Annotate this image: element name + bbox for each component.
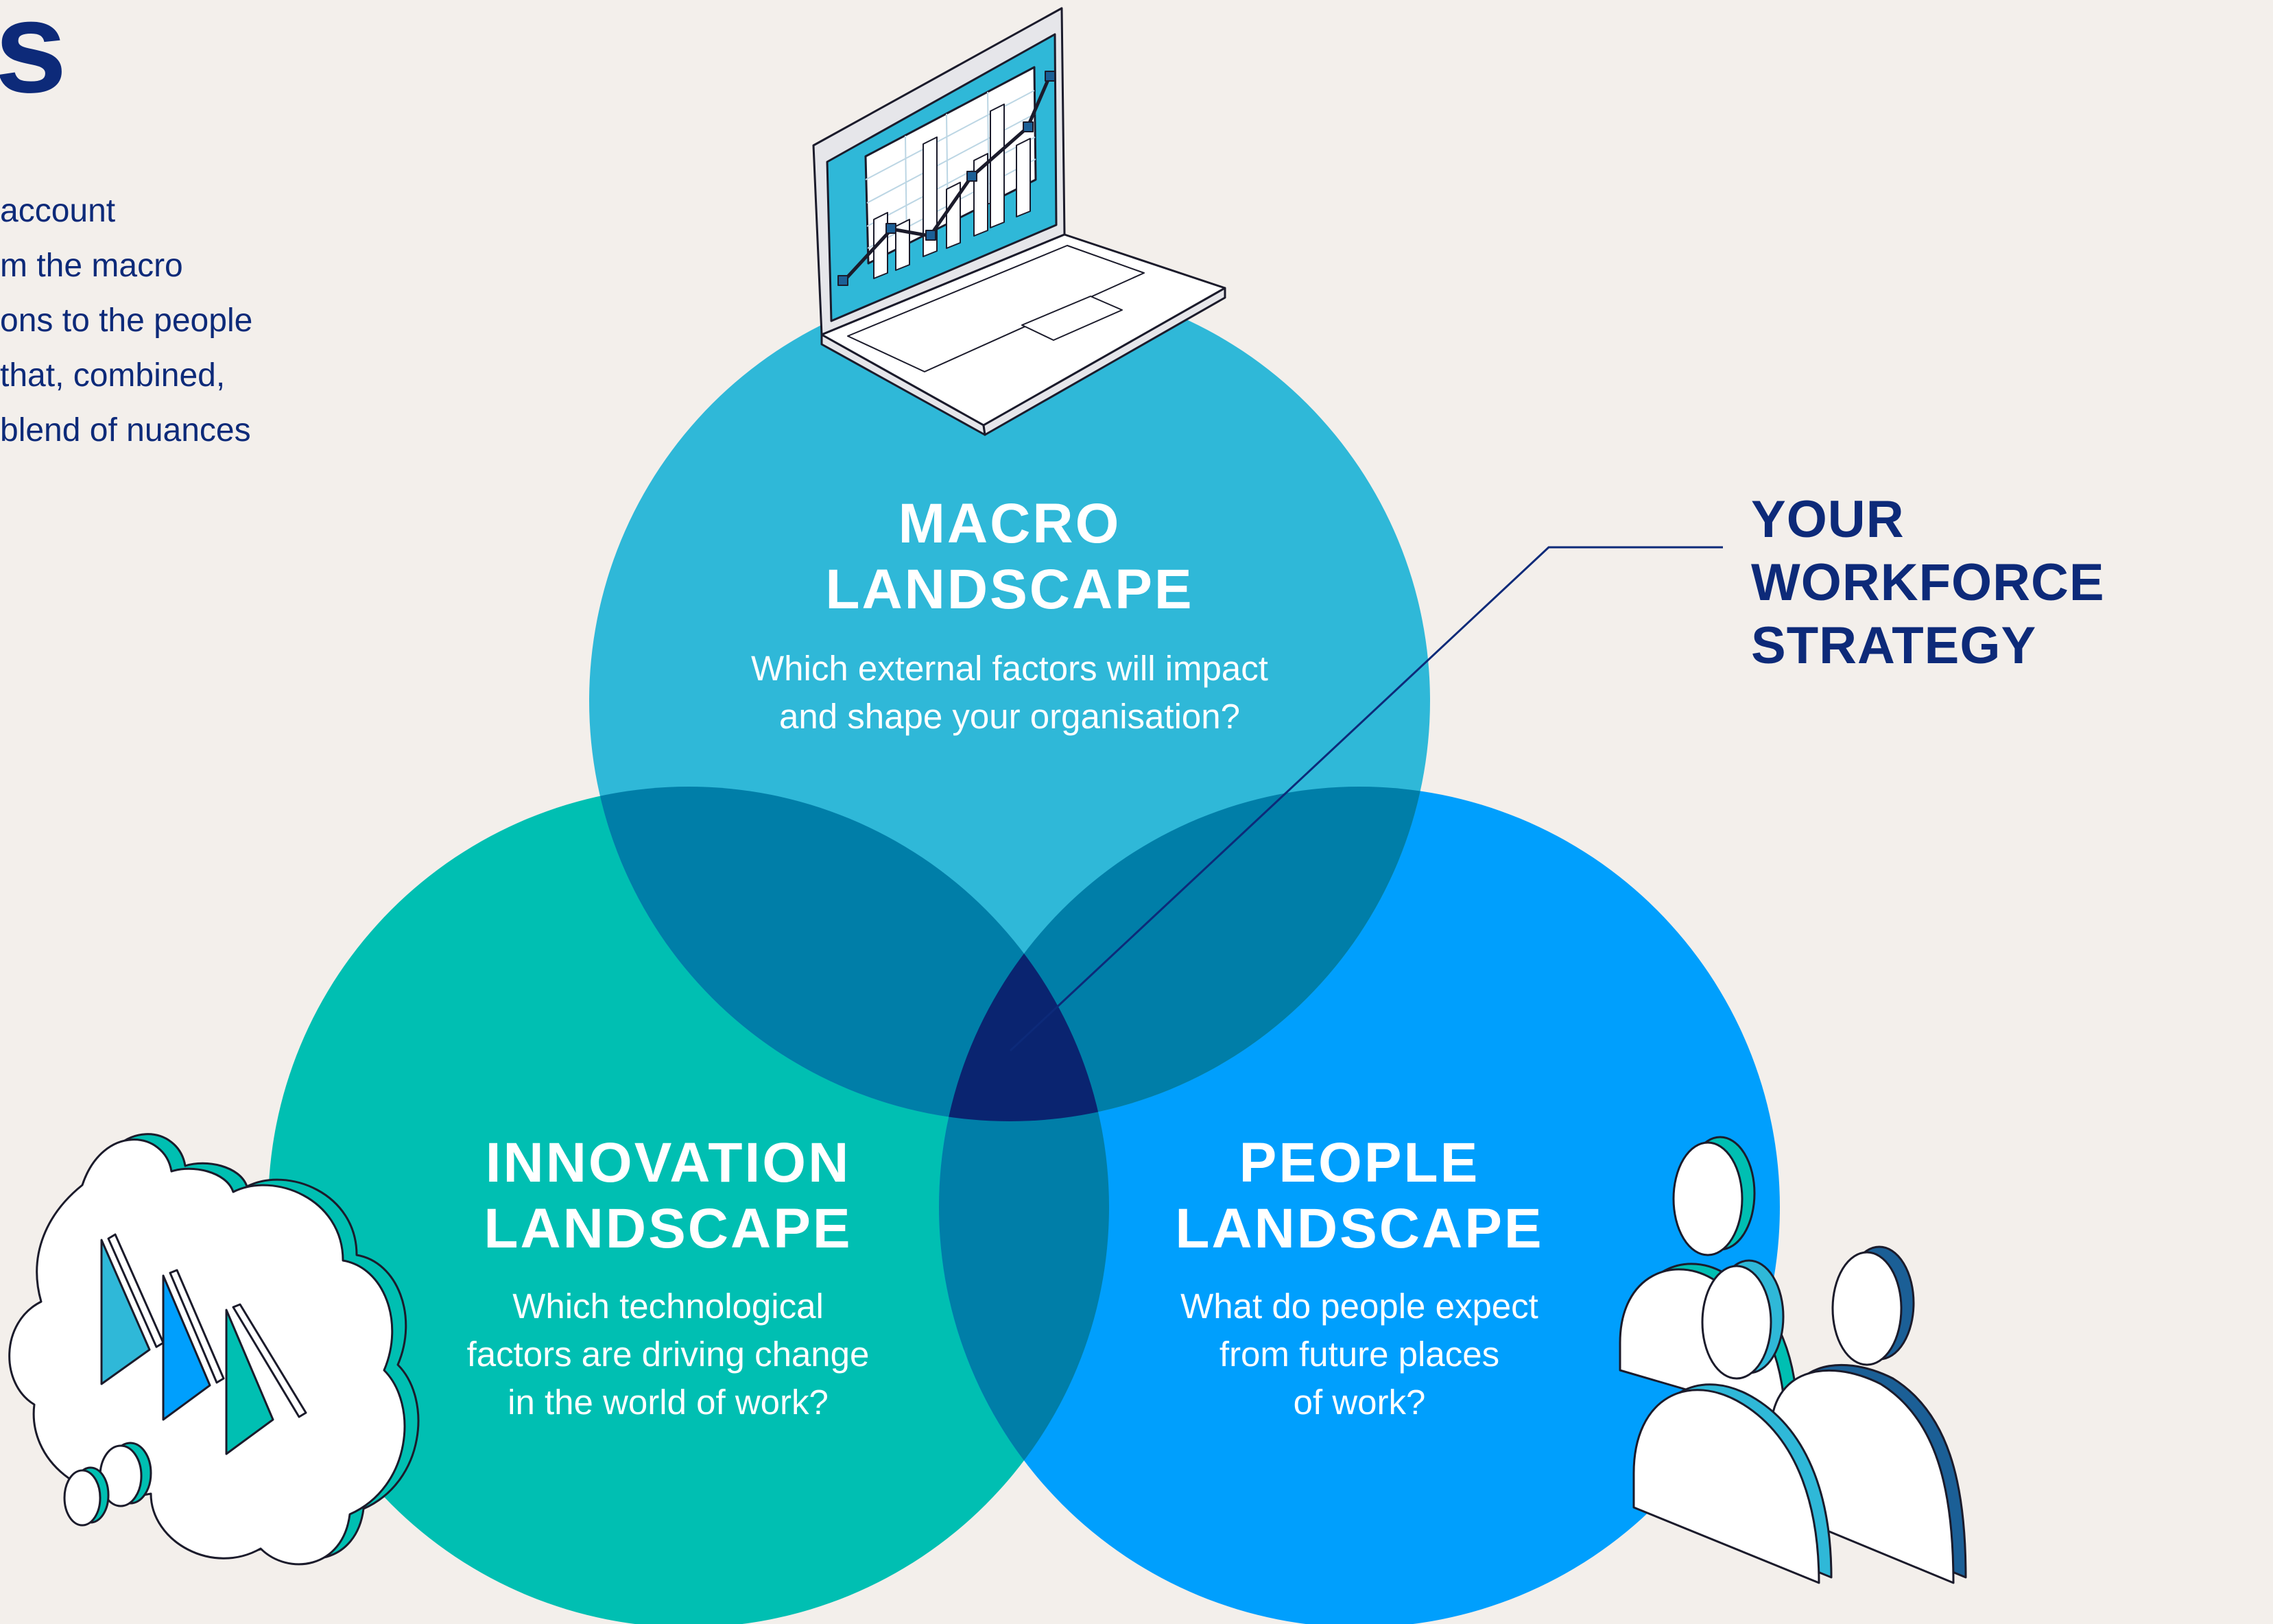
innovation-landscape-question: Which technological factors are driving … [394, 1282, 942, 1426]
macro-landscape-question: Which external factors will impact and s… [701, 645, 1318, 741]
strategy-line2: STRATEGY [1751, 617, 2037, 675]
macro-title-line1: MACRO [898, 492, 1121, 555]
overlap-macro-innovation [589, 787, 1109, 1121]
people-question-line3: of work? [1293, 1383, 1426, 1422]
macro-question-line2: and shape your organisation? [779, 697, 1240, 736]
macro-title-line2: LANDSCAPE [825, 558, 1194, 621]
people-group-icon [1619, 1136, 1967, 1584]
people-landscape-question: What do people expect from future places… [1085, 1282, 1634, 1426]
innovation-question-line1: Which technological [512, 1287, 824, 1326]
innovation-title-line2: LANDSCAPE [484, 1197, 853, 1260]
intro-line: blend of nuances [0, 412, 251, 449]
macro-landscape-title: MACRO LANDSCAPE [735, 491, 1284, 623]
innovation-question-line3: in the world of work? [508, 1383, 829, 1422]
intro-paragraph: account m the macro ons to the people th… [0, 184, 288, 458]
people-question-line2: from future places [1219, 1335, 1500, 1374]
page-heading-fragment: s [0, 0, 67, 120]
macro-question-line1: Which external factors will impact [751, 649, 1268, 688]
people-question-line1: What do people expect [1180, 1287, 1538, 1326]
intro-line: account [0, 193, 116, 229]
intro-line: ons to the people [0, 302, 253, 339]
intro-line: m the macro [0, 248, 183, 284]
overlap-macro-people [939, 787, 1430, 1121]
workforce-strategy-label: YOUR WORKFORCE STRATEGY [1751, 488, 2272, 678]
innovation-landscape-title: INNOVATION LANDSCAPE [394, 1130, 942, 1262]
people-title-line1: PEOPLE [1239, 1132, 1480, 1194]
people-landscape-title: PEOPLE LANDSCAPE [1085, 1130, 1634, 1262]
strategy-leader-line [1009, 546, 1723, 1052]
people-title-line2: LANDSCAPE [1175, 1197, 1544, 1260]
innovation-title-line1: INNOVATION [485, 1132, 851, 1194]
innovation-question-line2: factors are driving change [466, 1335, 870, 1374]
strategy-line1: YOUR WORKFORCE [1751, 490, 2105, 612]
thought-cloud-icon [8, 1133, 420, 1566]
laptop-chart-icon [812, 7, 1226, 436]
intro-line: that, combined, [0, 357, 226, 394]
